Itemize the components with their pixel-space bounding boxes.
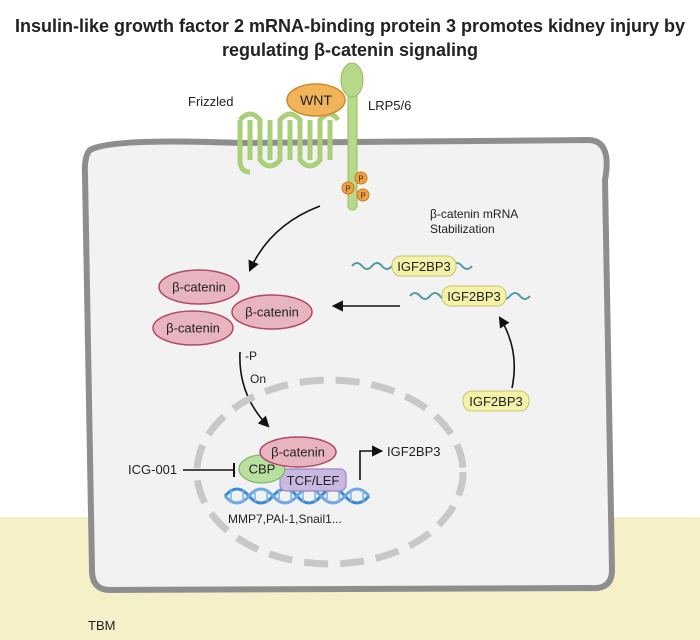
mrna-label-line-1: β-catenin mRNA: [430, 207, 518, 221]
phospho-label-3: P: [360, 192, 365, 201]
dna-helix: [223, 487, 371, 505]
minus-p-label: -P: [245, 349, 257, 363]
beta-catenin-1: [158, 269, 240, 305]
beta-catenin-2: [231, 294, 313, 330]
wnt-ligand: [286, 83, 346, 117]
transcription-arrow: [359, 445, 384, 480]
cbp-label: CBP: [249, 462, 276, 477]
icg-001-label: ICG-001: [128, 462, 177, 477]
igf2bp3-mrna-2-label: IGF2BP3: [447, 289, 500, 304]
beta-catenin-2-label: β-catenin: [245, 305, 299, 320]
lrp-head: [340, 62, 364, 98]
cell-membrane: [81, 136, 616, 594]
nucleus: [193, 376, 467, 568]
beta-catenin-3-label: β-catenin: [166, 321, 220, 336]
translocation-arrow: [239, 351, 270, 428]
nuclear-beta-catenin: [259, 436, 337, 468]
tcf-lef: [279, 468, 347, 492]
phospho-label-1: P: [358, 175, 363, 184]
igf2bp3-mrna-1: [391, 255, 457, 277]
igf2bp3-free: [462, 390, 530, 412]
phospho-label-2: P: [345, 185, 350, 194]
frizzled-receptor: [237, 111, 341, 169]
frizzled-label: Frizzled: [188, 94, 234, 109]
nuclear-beta-catenin-label: β-catenin: [271, 445, 325, 460]
activation-arrow: [248, 205, 321, 273]
tcf-lef-label: TCF/LEF: [287, 473, 340, 488]
binding-arrow: [498, 316, 516, 389]
title-line-2: regulating β-catenin signaling: [221, 40, 478, 60]
igf2bp3-free-label: IGF2BP3: [469, 394, 522, 409]
title-line-1: Insulin-like growth factor 2 mRNA-bindin…: [14, 16, 686, 36]
wnt-label: WNT: [300, 92, 332, 108]
igf2bp3-mrna-2: [441, 285, 507, 307]
beta-catenin-3: [152, 310, 234, 346]
frizzled-helices: [237, 120, 333, 175]
mrna-label-line-2: Stabilization: [430, 222, 495, 236]
target-genes-label: MMP7,PAI-1,Snail1...: [228, 512, 342, 526]
beta-catenin-1-label: β-catenin: [172, 280, 226, 295]
igf2bp3-gene-label: IGF2BP3: [387, 444, 440, 459]
tbm-label: TBM: [88, 618, 115, 633]
lrp-label: LRP5/6: [368, 98, 411, 113]
on-label: On: [250, 372, 266, 386]
figure-title: Insulin-like growth factor 2 mRNA-bindin…: [0, 14, 700, 62]
igf2bp3-mrna-1-label: IGF2BP3: [397, 259, 450, 274]
phospho-group: P P P: [341, 171, 370, 202]
